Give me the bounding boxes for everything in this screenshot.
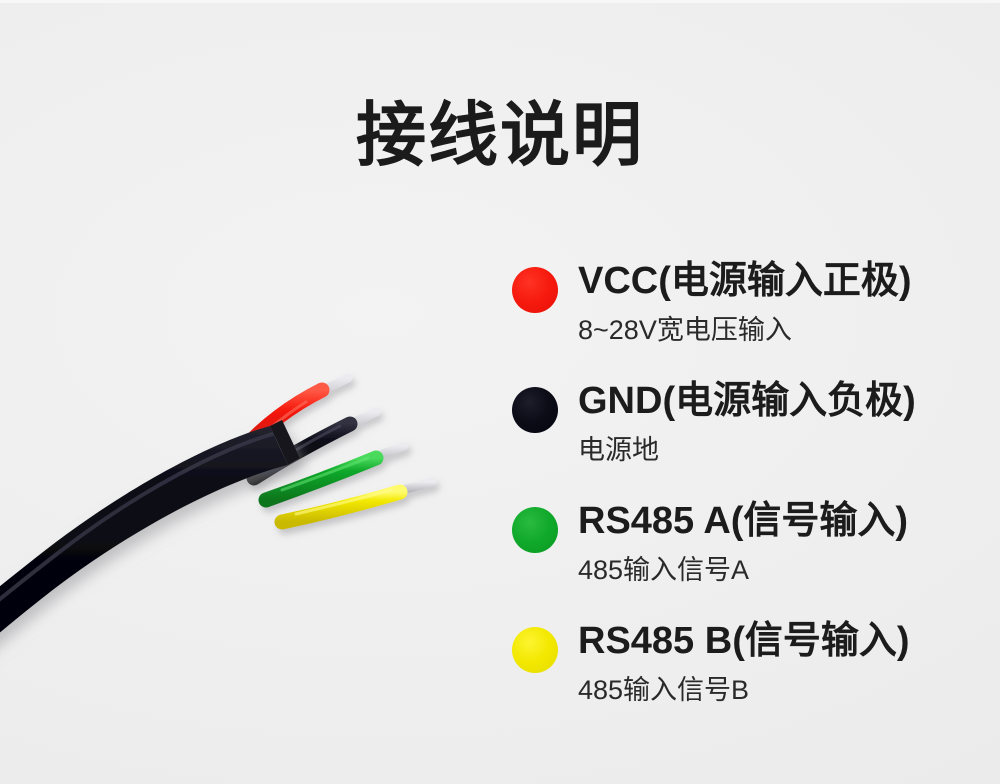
legend-item-rs485-b: RS485 B(信号输入) 485输入信号B — [512, 618, 982, 738]
legend-item-title: GND(电源输入负极) — [578, 380, 916, 422]
legend-item-subtitle: 485输入信号A — [578, 555, 750, 585]
wire-green — [258, 441, 409, 508]
color-dot-black-icon — [512, 387, 558, 433]
legend-item-rs485-a: RS485 A(信号输入) 485输入信号A — [512, 498, 982, 618]
legend-item-title: RS485 A(信号输入) — [578, 500, 909, 542]
wiring-legend: VCC(电源输入正极) 8~28V宽电压输入 GND(电源输入负极) 电源地 R… — [512, 258, 982, 738]
color-dot-yellow-icon — [512, 627, 558, 673]
legend-item-subtitle: 8~28V宽电压输入 — [578, 315, 792, 345]
wire-yellow — [274, 477, 437, 530]
color-dot-green-icon — [512, 507, 558, 553]
cable-photo — [0, 300, 490, 720]
legend-item-gnd: GND(电源输入负极) 电源地 — [512, 378, 982, 498]
legend-item-title: RS485 B(信号输入) — [578, 620, 910, 662]
legend-item-subtitle: 485输入信号B — [578, 675, 750, 705]
color-dot-red-icon — [512, 267, 558, 313]
top-hairline — [0, 0, 1000, 3]
legend-item-title: VCC(电源输入正极) — [578, 260, 912, 302]
legend-item-subtitle: 电源地 — [578, 435, 659, 465]
legend-item-vcc: VCC(电源输入正极) 8~28V宽电压输入 — [512, 258, 982, 378]
page-title: 接线说明 — [356, 96, 644, 174]
cable-jacket — [0, 420, 300, 633]
